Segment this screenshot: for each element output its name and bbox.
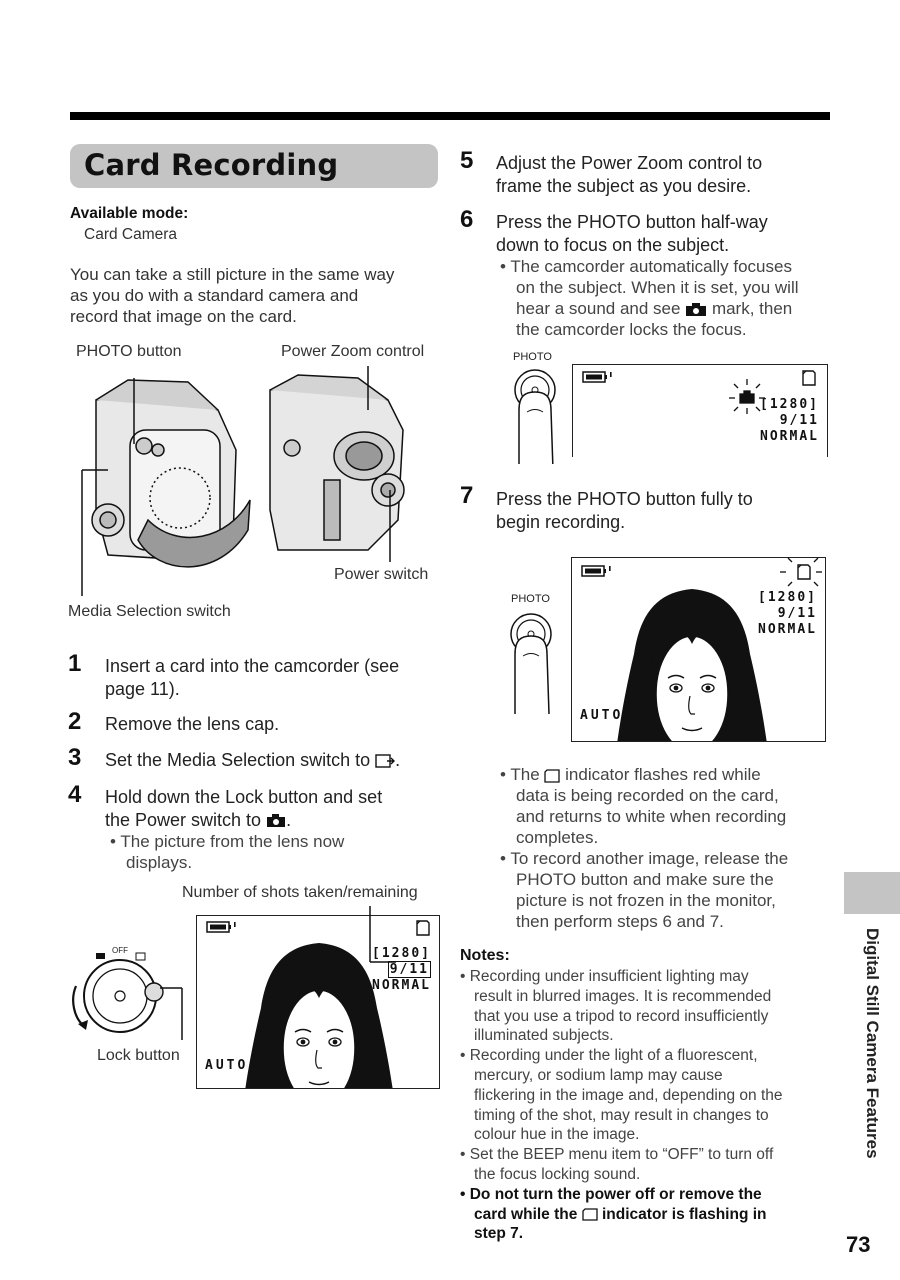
- step-4-text: Hold down the Lock button and set the Po…: [105, 787, 383, 830]
- shots-label: Number of shots taken/remaining: [182, 884, 418, 901]
- notes-heading: Notes:: [460, 947, 510, 964]
- top-rule: [70, 112, 830, 120]
- photo-button-half-press: [514, 369, 556, 464]
- media-switch-label: Media Selection switch: [68, 603, 231, 620]
- step-4-bullet: • The picture from the lens now displays…: [110, 832, 345, 872]
- available-mode-label: Available mode:: [70, 205, 189, 222]
- monitor3-auto: AUTO: [580, 708, 624, 723]
- step-7-bullets: • The indicator flashes red while data i…: [500, 765, 789, 931]
- page-number: 73: [846, 1232, 871, 1257]
- title-banner: [70, 144, 438, 188]
- camcorder-illustration: [81, 366, 405, 596]
- step-3-text: Set the Media Selection switch to .: [105, 750, 401, 770]
- monitor1-osd: [1280] 9/11 NORMAL: [372, 946, 431, 993]
- shots-pointer: [369, 906, 396, 963]
- step-3-number: 3: [68, 744, 82, 771]
- step-2-text: Remove the lens cap.: [105, 714, 280, 734]
- card-indicator-icon-2: [582, 1208, 598, 1221]
- notes-list: • Recording under insufficient lighting …: [460, 968, 783, 1243]
- lock-button-label: Lock button: [97, 1047, 180, 1064]
- monitor-preview: [1280] 9/11 NORMAL AUTO: [196, 915, 440, 1089]
- step-6-number: 6: [460, 206, 474, 233]
- photo-button-label: PHOTO button: [76, 343, 182, 360]
- photo-label-7: PHOTO: [511, 593, 550, 605]
- photo-button-full-press: [510, 613, 552, 715]
- step-1-number: 1: [68, 650, 82, 677]
- dial-off-label: OFF: [112, 946, 128, 955]
- step-6-bullet: • The camcorder automatically focuses on…: [500, 257, 799, 339]
- power-dial: [72, 952, 183, 1040]
- card-indicator-icon: [544, 768, 561, 783]
- step-4-number: 4: [68, 781, 82, 808]
- available-mode-value: Card Camera: [84, 226, 178, 243]
- card-mode-icon: [375, 754, 396, 768]
- step-5-number: 5: [460, 147, 474, 174]
- step-2-number: 2: [68, 708, 82, 735]
- photo-label-6: PHOTO: [513, 351, 552, 363]
- power-switch-label: Power switch: [334, 566, 429, 583]
- page-title: Card Recording: [84, 148, 339, 182]
- power-zoom-label: Power Zoom control: [281, 343, 425, 360]
- side-tab: [844, 872, 900, 914]
- camera-icon: [267, 814, 286, 828]
- side-section-title: Digital Still Camera Features: [863, 928, 882, 1159]
- focus-mark-icon: [686, 303, 707, 317]
- step-7-number: 7: [460, 482, 474, 509]
- monitor1-auto: AUTO: [205, 1058, 249, 1073]
- intro-text: You can take a still picture in the same…: [70, 265, 395, 326]
